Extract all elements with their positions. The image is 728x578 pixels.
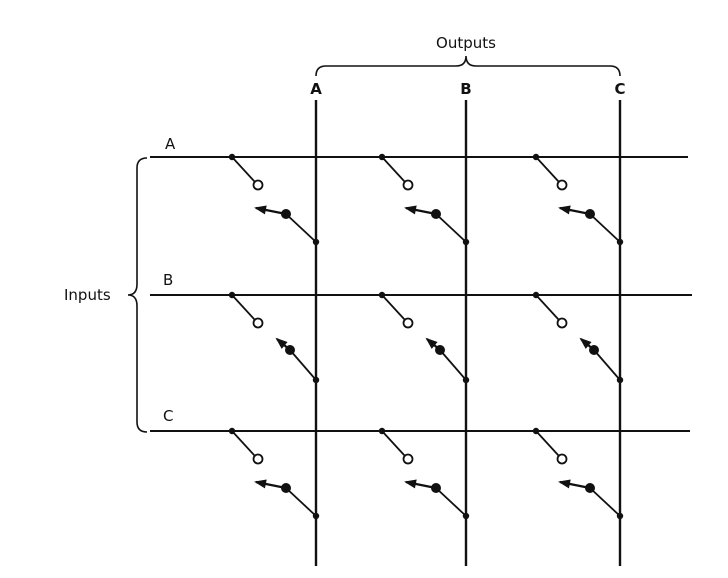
crosspoint-switches [228,153,624,520]
outputs-bracket [315,55,621,77]
inputs-label: Inputs [64,286,111,304]
switch-c-a-upper-arm [231,430,256,457]
switch-b-b [378,291,470,384]
switch-b-b-upper-arm [381,294,406,321]
switch-a-b [378,153,470,246]
switch-a-a-arrow-head [254,205,267,215]
switch-c-b-open-contact [402,453,414,465]
switch-b-a [228,291,320,384]
switch-a-b-upper-arm [381,156,406,183]
switch-a-a-lower-arm [285,213,317,243]
switch-a-c-lower-arm [589,213,621,243]
switch-c-a [228,427,320,520]
switch-c-b-lower-arm [435,487,467,517]
input-label-c: C [163,407,173,425]
switch-c-b-upper-arm [381,430,406,457]
switch-b-a-arrow-head [275,337,288,349]
switch-a-a [228,153,320,246]
switch-b-c-upper-arm [535,294,560,321]
output-label-b: B [460,80,471,98]
switch-a-a-upper-arm [231,156,256,183]
switch-b-c-open-contact [556,317,568,329]
switch-c-b [378,427,470,520]
switch-b-a-lower-arm [289,349,317,381]
switch-b-b-arrow-head [425,337,438,349]
switch-b-c [532,291,624,384]
outputs-label: Outputs [436,34,496,52]
switch-c-b-arrow-head [404,479,417,489]
switch-c-c [532,427,624,520]
switch-a-c-arrow-head [558,205,571,215]
switch-c-c-arrow-head [558,479,571,489]
switch-c-a-arrow-head [254,479,267,489]
switch-b-b-lower-arm [439,349,467,381]
switch-a-b-arrow-head [404,205,417,215]
switch-c-a-lower-arm [285,487,317,517]
switch-a-c-upper-arm [535,156,560,183]
switch-c-a-open-contact [252,453,264,465]
switch-a-c [532,153,624,246]
input-label-b: B [163,271,173,289]
inputs-bracket [127,157,148,433]
switch-c-c-upper-arm [535,430,560,457]
switch-b-a-upper-arm [231,294,256,321]
input-label-a: A [165,135,176,153]
switch-a-a-open-contact [252,179,264,191]
switch-a-b-lower-arm [435,213,467,243]
switch-a-b-open-contact [402,179,414,191]
switch-a-c-open-contact [556,179,568,191]
switch-b-b-open-contact [402,317,414,329]
output-label-c: C [614,80,625,98]
switch-b-c-arrow-head [579,337,592,349]
switch-c-c-lower-arm [589,487,621,517]
switch-c-c-open-contact [556,453,568,465]
switch-b-a-open-contact [252,317,264,329]
output-label-a: A [310,80,322,98]
switch-b-c-lower-arm [593,349,621,381]
